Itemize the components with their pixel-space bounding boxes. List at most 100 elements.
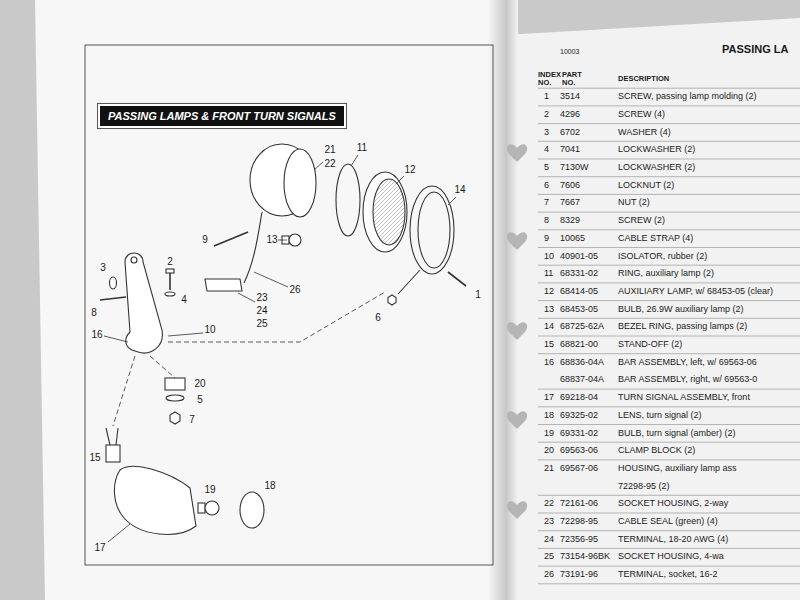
callout-number: 1	[475, 290, 481, 301]
part-description: TURN SIGNAL ASSEMBLY, front	[618, 393, 750, 402]
part-number: 3514	[560, 92, 580, 101]
index-number: 7	[544, 198, 549, 207]
part-number: 69325-02	[560, 411, 598, 420]
part-description: BULB, turn signal (amber) (2)	[618, 429, 736, 438]
part-number: 72161-06	[560, 499, 598, 508]
assembly-lines	[113, 292, 385, 426]
index-number: 21	[544, 464, 554, 473]
part-number: 72356-95	[560, 535, 598, 544]
leader-line	[351, 155, 358, 166]
screw-head	[166, 269, 174, 273]
index-number: 16	[544, 358, 554, 367]
part-description: NUT (2)	[618, 198, 650, 207]
part-number: 68836-04A	[560, 358, 604, 367]
index-number: 13	[544, 305, 554, 314]
part-description: SOCKET HOUSING, 4-wa	[618, 552, 724, 561]
part-description: BULB, 26.9W auxiliary lamp (2)	[618, 305, 744, 314]
callout-number: 19	[204, 485, 215, 496]
index-number: 17	[544, 393, 554, 402]
callout-number: 16	[91, 330, 102, 341]
binding-holes	[507, 144, 527, 519]
assembly-line	[168, 292, 385, 342]
part-number: 69567-06	[560, 464, 598, 473]
part-description: LOCKWASHER (2)	[618, 163, 695, 172]
lockwasher	[166, 395, 184, 401]
connector-housing	[205, 279, 242, 291]
part-number: 40901-05	[560, 252, 598, 261]
callout-number: 10	[204, 325, 215, 336]
part-number: 7130W	[560, 163, 589, 172]
index-number: 22	[544, 499, 554, 508]
leader-line	[108, 524, 130, 542]
part-description: CABLE SEAL (green) (4)	[618, 517, 718, 526]
callout-number: 9	[202, 235, 208, 246]
leader-line	[254, 272, 288, 287]
callout-number: 18	[264, 481, 275, 492]
index-number: 11	[544, 269, 553, 278]
callout-number: 26	[289, 285, 300, 296]
callout-number: 23	[256, 293, 267, 304]
part-number: 73154-96BK	[560, 552, 610, 561]
column-header: PART NO.	[562, 71, 590, 87]
part-description: LOCKWASHER (2)	[618, 145, 695, 154]
part-description: RING, auxiliary lamp (2)	[618, 269, 714, 278]
leader-line	[448, 197, 456, 205]
turn-signal-lens	[240, 492, 264, 528]
part-number: 72298-95	[560, 517, 598, 526]
part-description: BAR ASSEMBLY, right, w/ 69563-0	[618, 375, 757, 384]
index-number: 1	[544, 92, 549, 101]
part-number: 68725-62A	[560, 322, 604, 331]
bar-assembly	[125, 253, 162, 353]
callout-number: 17	[94, 543, 105, 554]
housing-rim	[284, 149, 316, 217]
right-page	[505, 18, 800, 600]
part-description: SCREW (4)	[618, 110, 665, 119]
part-number: 7606	[560, 181, 580, 190]
part-description: HOUSING, auxiliary lamp ass	[618, 464, 737, 473]
index-number: 9	[544, 234, 549, 243]
part-description: BEZEL RING, passing lamps (2)	[618, 322, 747, 331]
index-number: 3	[544, 128, 549, 137]
callout-number: 6	[375, 313, 381, 324]
part-number: 7667	[560, 198, 580, 207]
index-number: 20	[544, 446, 554, 455]
binding-hole	[507, 501, 527, 519]
cable-strap	[214, 232, 248, 246]
callout-number: 5	[197, 395, 203, 406]
bezel-ring-inner	[418, 192, 450, 268]
index-number: 12	[544, 287, 554, 296]
index-number: 5	[544, 163, 549, 172]
index-number: 23	[544, 517, 554, 526]
signal-socket	[106, 445, 120, 462]
part-number: 69563-06	[560, 446, 598, 455]
leader-line	[314, 162, 323, 170]
callout-number: 22	[324, 159, 335, 170]
turn-signal-housing	[114, 466, 196, 534]
part-description: STAND-OFF (2)	[618, 340, 682, 349]
column-header: INDEX NO.	[538, 71, 562, 87]
index-number: 2	[544, 110, 549, 119]
callout-number: 11	[357, 143, 367, 154]
turn-signal-bulb	[205, 501, 219, 515]
page-number: 10003	[560, 48, 579, 55]
callout-number: 4	[181, 295, 187, 306]
column-header: DESCRIPTION	[618, 75, 669, 83]
part-number: 68821-00	[560, 340, 598, 349]
callout-number: 25	[256, 319, 267, 330]
leader-lines	[104, 155, 456, 542]
clamp-block	[165, 378, 185, 390]
part-description: WASHER (4)	[618, 128, 671, 137]
lamp-ring	[336, 164, 360, 236]
page-frame	[85, 45, 493, 565]
index-number: 8	[544, 216, 549, 225]
callout-number: 15	[89, 453, 100, 464]
part-number: 4296	[560, 110, 580, 119]
part-number: 69331-02	[560, 429, 598, 438]
leader-line	[278, 240, 287, 241]
callout-number: 14	[454, 185, 465, 196]
part-number: 69218-04	[560, 393, 598, 402]
index-number: 14	[544, 322, 554, 331]
part-description: TERMINAL, 18-20 AWG (4)	[618, 535, 728, 544]
